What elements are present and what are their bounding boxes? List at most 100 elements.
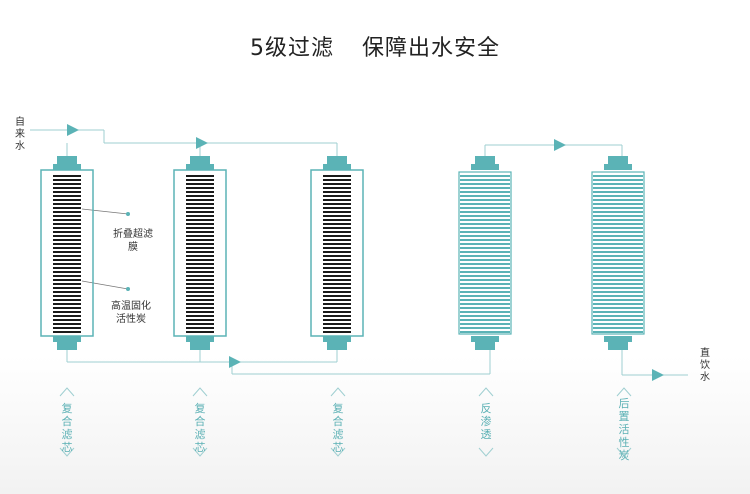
filter-cap-bottom-base [471,336,499,342]
filter-stripe [460,195,510,197]
chevron-down-icon [59,447,75,457]
filter-stripe [460,267,510,269]
filter-stripe [186,283,214,285]
filter-stripe [186,279,214,281]
chevron-down-icon [616,447,632,457]
filter-stripe [460,243,510,245]
filter-stripe [460,323,510,325]
filter-stripe [323,207,351,209]
filter-stripe [186,175,214,177]
stage-label-1: 复合滤芯 [61,402,73,454]
filter-stripe [323,303,351,305]
filter-5 [591,156,645,350]
filter-stripe [593,279,643,281]
filter-stripe [323,307,351,309]
filter-stripe [593,195,643,197]
filter-stripe [460,219,510,221]
filter-cap-bottom-base [53,336,81,342]
filter-stripe [593,275,643,277]
filter-stripe [53,299,81,301]
filter-cap-top-base [604,164,632,170]
filter-stripe [460,279,510,281]
filter-stripe [323,255,351,257]
filter-stripe [186,287,214,289]
filter-stripe [460,263,510,265]
filter-cap-top-base [323,164,351,170]
filter-cap-top [57,156,77,166]
filter-cap-top [190,156,210,166]
filter-stripe [593,227,643,229]
filter-stripe [53,251,81,253]
filter-cap-bottom [608,340,628,350]
filter-stripe [593,331,643,333]
filter-stripe [53,215,81,217]
page-title: 5级过滤 保障出水安全 [0,30,750,62]
filter-stripe [186,251,214,253]
filter-stripe [593,191,643,193]
filter-stripe [186,195,214,197]
filter-stripe [593,315,643,317]
filter-cap-top-base [186,164,214,170]
filter-stripe [593,259,643,261]
filter-stripe [593,307,643,309]
filter-stripe [53,315,81,317]
filter-stripe [53,319,81,321]
filter-stripe [323,259,351,261]
filter-stripe [323,283,351,285]
filter-stripe [53,243,81,245]
filter-stripe [460,223,510,225]
filter-stripe [186,243,214,245]
filter-stripe [53,271,81,273]
filter-stripe [460,283,510,285]
filter-stripe [186,215,214,217]
filter-stripe [460,199,510,201]
filter-stripe [186,183,214,185]
filter-stripe [593,199,643,201]
filter-stripe [186,227,214,229]
filter-stripe [460,315,510,317]
filter-stripe [53,199,81,201]
filter-stripe [186,199,214,201]
filter-stripe [593,231,643,233]
filter-stripe [186,291,214,293]
filter-stripe [593,283,643,285]
filter-stripe [460,207,510,209]
stage-label-5: 后置活性炭 [618,397,630,462]
filter-stripe [53,327,81,329]
filter-stripe [323,195,351,197]
filter-stripe [460,227,510,229]
filter-4 [458,156,512,350]
filter-stripe [460,251,510,253]
filter-cap-top [327,156,347,166]
filter-stripe [460,231,510,233]
filter-stripe [186,311,214,313]
filter-stripe [460,183,510,185]
filter-stripe [460,291,510,293]
flow-arrow-4 [554,139,566,151]
filter-stripe [53,231,81,233]
chevron-down-icon [330,447,346,457]
filter-cap-bottom-base [186,336,214,342]
flow-arrow-2 [196,137,208,149]
filter-stripe [323,179,351,181]
filter-stripe [53,179,81,181]
filter-cap-bottom [327,340,347,350]
filter-stripe [460,247,510,249]
filter-stripe [186,239,214,241]
filter-stripe [53,239,81,241]
filter-stripe [593,179,643,181]
filter-3 [310,156,364,350]
filter-stripe [186,307,214,309]
chevron-up-icon [478,387,494,397]
filter-stripe [593,267,643,269]
filter-stripe [186,255,214,257]
filter-stripe [186,187,214,189]
filter-stripe [593,287,643,289]
chevron-down-icon [478,447,494,457]
filter-stripe [593,183,643,185]
filter-stripe [323,291,351,293]
filter-stripe [323,247,351,249]
filter-stripe [593,311,643,313]
filter-stripe [53,307,81,309]
title-part-2: 保障出水安全 [361,36,500,61]
